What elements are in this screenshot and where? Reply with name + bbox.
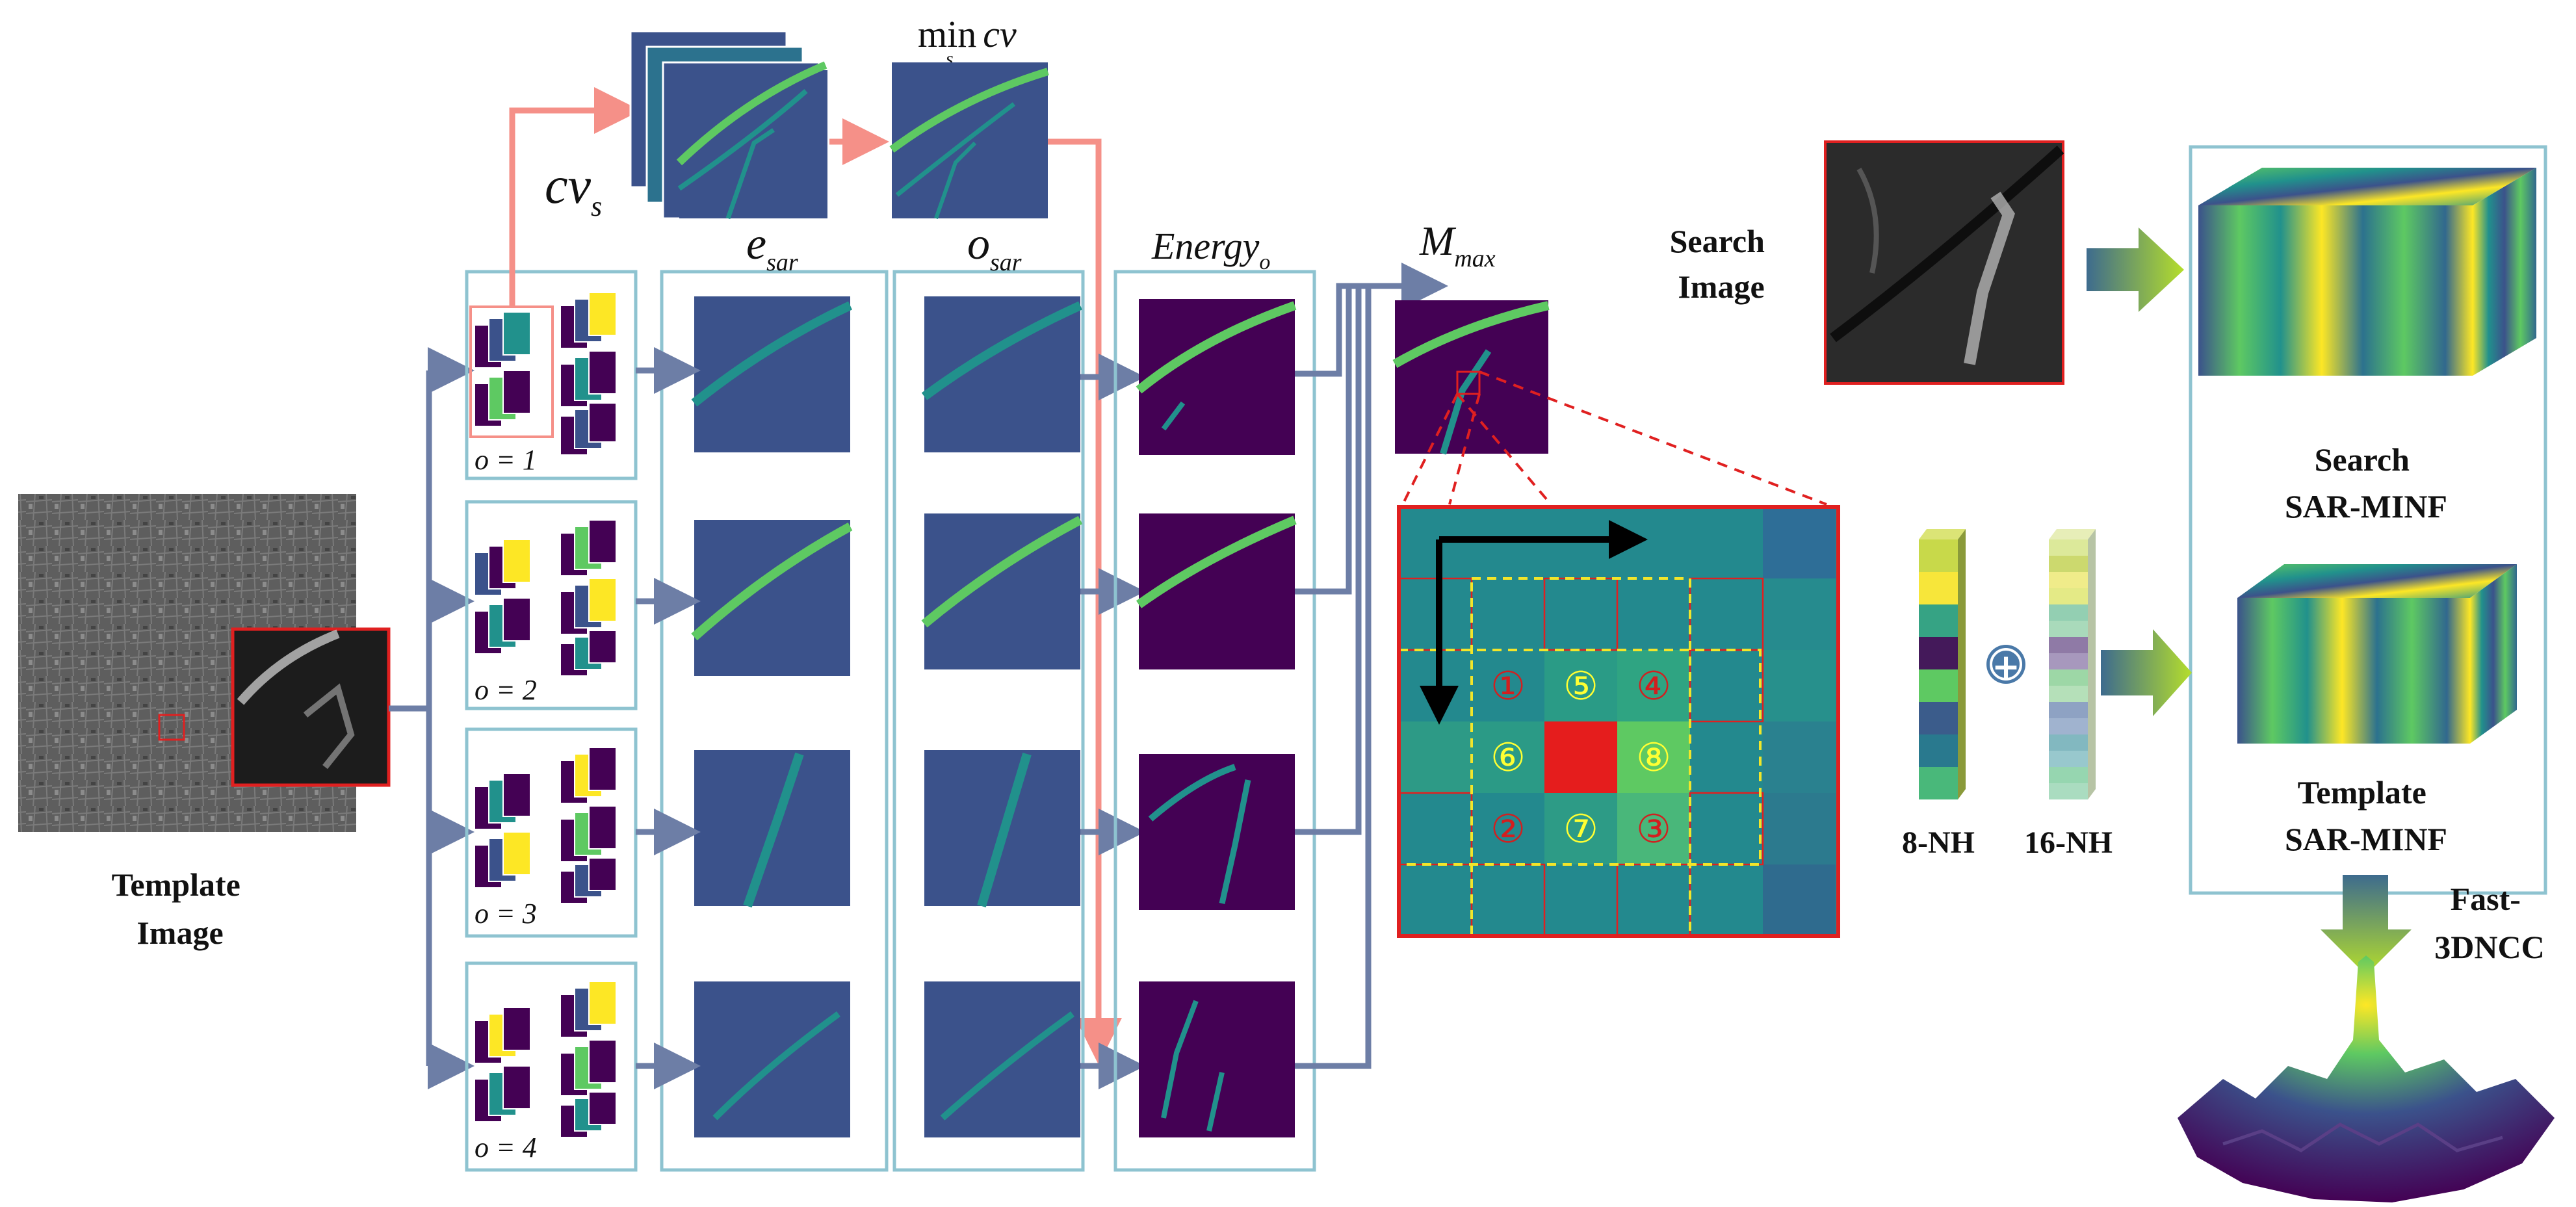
ncc-surface-plot	[2178, 955, 2555, 1202]
search-image-group: Search Image	[1670, 140, 2064, 385]
template-image-group: Template Image	[18, 494, 391, 951]
search-to-minf-arrow	[2087, 227, 2184, 312]
plus-circle: +	[1986, 645, 2025, 686]
filter-stack-o2	[474, 519, 617, 677]
cv-s-label: cvs	[545, 157, 602, 222]
template-minf-label-line2: SAR-MINF	[2285, 821, 2447, 857]
minf-to-ncc-arrow	[2321, 875, 2412, 975]
neighborhood-grid-border	[1397, 505, 1840, 938]
neighbor-num-3: ③	[1636, 807, 1671, 852]
neighbor-num-5: ⑤	[1563, 664, 1598, 709]
orientation-label-o1: o = 1	[475, 444, 537, 476]
osar-to-energy-arrows	[1080, 354, 1145, 1089]
m-max-block: Mmax	[1392, 218, 1827, 506]
template-image-label: Template Image	[112, 866, 249, 951]
o-sar-label: osar	[967, 219, 1022, 276]
fast-3dncc-label: Fast- 3DNCC	[2434, 881, 2544, 965]
filter-box-o2	[465, 500, 638, 710]
neighborhood-grid: ① ⑤ ④ ⑥ ⑧ ② ⑦ ③	[1397, 505, 1840, 938]
orientation-label-o4: o = 4	[475, 1132, 537, 1163]
neighbor-num-4: ④	[1636, 664, 1671, 709]
search-minf-label-line1: Search	[2315, 441, 2410, 478]
search-image-label: Search Image	[1670, 223, 1773, 305]
zoom-dashed-lines	[1401, 370, 1827, 506]
neighbor-num-7: ⑦	[1563, 807, 1598, 852]
search-sar-minf-cube: Search SAR-MINF	[2198, 168, 2536, 525]
filter-to-esar-arrows	[636, 347, 701, 1089]
e-sar-column: esar	[660, 219, 889, 1172]
e-sar-frame	[660, 270, 889, 1172]
nh16-label: 16-NH	[2024, 825, 2113, 860]
o-sar-column: osar	[892, 219, 1085, 1172]
energy-to-mmax-arrows	[1295, 263, 1448, 1069]
energy-frame	[1113, 270, 1316, 1172]
m-max-label: Mmax	[1419, 218, 1496, 272]
min-cv-image	[889, 62, 1049, 219]
svg-text:Template SAR-MINF: Template SAR-MINF	[2285, 774, 2447, 857]
orientation-branch-arrows	[389, 347, 475, 1089]
nh8-label: 8-NH	[1902, 825, 1975, 860]
m-max-zoom-marker	[1456, 370, 1481, 395]
template-sar-minf-cube: Template SAR-MINF	[2237, 564, 2517, 857]
filter-stack-o1	[474, 292, 617, 456]
template-minf-label-line1: Template	[2298, 774, 2426, 811]
search-minf-label-line2: SAR-MINF	[2285, 488, 2447, 525]
filter-bank-column: o = 1 o = 2	[465, 270, 638, 1172]
nh-to-minf-arrow	[2101, 629, 2192, 716]
neighbor-num-8: ⑧	[1636, 735, 1671, 781]
nh8-stack	[1919, 529, 1966, 799]
neighbor-num-1: ①	[1490, 664, 1526, 709]
e-sar-label: esar	[746, 219, 798, 276]
cv-up-arrow	[509, 87, 641, 307]
neighborhood-16-outline	[1470, 577, 1691, 937]
nh16-stack	[2049, 529, 2096, 799]
filter-stack-o3	[474, 747, 617, 904]
o-sar-frame	[892, 270, 1085, 1172]
orientation-label-o3: o = 3	[475, 898, 537, 929]
svg-text:+: +	[1992, 647, 2020, 686]
template-zoom-patch	[231, 627, 391, 787]
neighbor-num-6: ⑥	[1490, 735, 1526, 781]
energy-label: Energyo	[1151, 225, 1270, 274]
min-cv-sub-label: s	[946, 48, 954, 70]
min-cv-down-arrow	[1048, 138, 1122, 1065]
filter-stack-o4	[474, 981, 617, 1138]
neighborhood-center-cell	[1544, 721, 1617, 793]
filter-box-o1	[465, 270, 638, 480]
template-roi-marker	[158, 714, 185, 741]
neighborhood-8-outline	[1398, 649, 1762, 866]
energy-column: Energyo	[1113, 225, 1316, 1172]
cv-stack-image	[629, 30, 827, 220]
orientation-label-o2: o = 2	[475, 674, 537, 706]
svg-text:Search SAR-MINF: Search SAR-MINF	[2285, 441, 2447, 525]
neighbor-num-2: ②	[1490, 807, 1526, 852]
